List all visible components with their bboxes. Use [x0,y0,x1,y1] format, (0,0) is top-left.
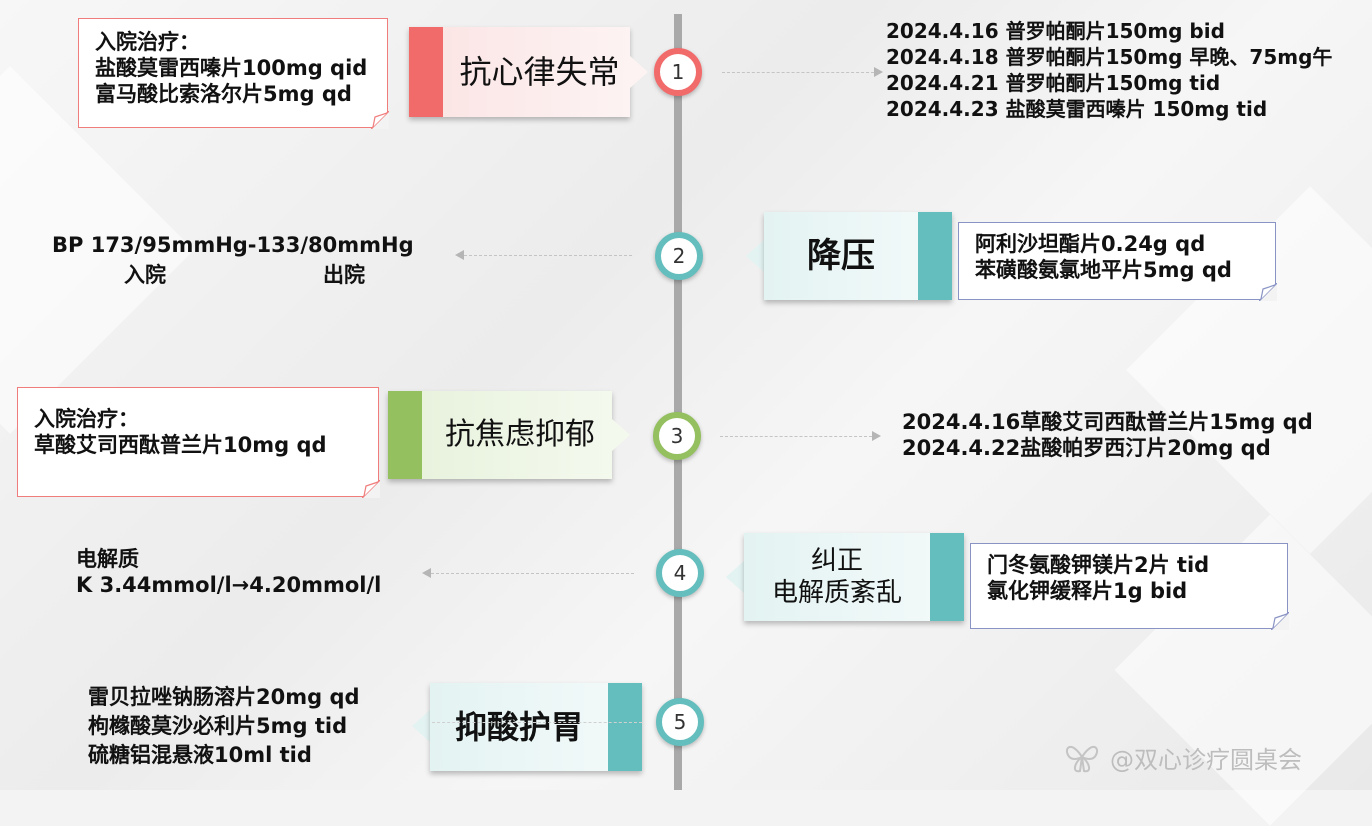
tag-pointer [630,56,648,88]
connector-line [431,573,634,574]
tag-label-line: 纠正 [810,545,863,576]
connector-line [464,255,632,256]
note-line: 门冬氨酸钾镁片2片 tid [987,553,1210,577]
detail-line: 2024.4.18 普罗帕酮片150mg 早晚、75mg午 [886,45,1333,69]
connector-line [432,722,642,723]
tag-label: 抗心律失常 [459,53,620,91]
arrow-right-icon [872,431,881,441]
detail-line: 2024.4.16草酸艾司西酞普兰片15mg qd [902,410,1313,434]
timeline-node-1: 1 [654,48,702,96]
note-line: 阿利沙坦酯片0.24g qd [975,232,1206,256]
tag-color-bar [608,683,642,771]
bp-label-admission: 入院 [124,263,166,287]
timeline-axis [674,14,682,790]
detail-line: 枸橼酸莫沙必利片5mg tid [88,714,348,738]
tag-color-bar [409,27,443,117]
note-line: 富马酸比索洛尔片5mg qd [95,82,352,106]
detail-line: 2024.4.16 普罗帕酮片150mg bid [886,19,1225,43]
tag-pointer [726,561,744,593]
node-number: 5 [673,710,687,734]
arrow-left-icon [455,250,464,260]
admission-note-1: 入院治疗： 盐酸莫雷西嗪片100mg qid 富马酸比索洛尔片5mg qd [78,18,389,129]
tag-label: 抑酸护胃 [454,708,583,746]
admission-note-3: 入院治疗： 草酸艾司西酞普兰片10mg qd [17,387,380,498]
timeline-node-3: 3 [653,412,701,460]
bp-value: BP 173/95mmHg-133/80mmHg [52,233,414,257]
tag-pointer [612,419,630,451]
note-line: 入院治疗： [34,407,139,431]
timeline-node-5: 5 [656,698,704,746]
category-tag-anxiety: 抗焦虑抑郁 [388,391,612,479]
detail-line: K 3.44mmol/l→4.20mmol/l [76,573,382,597]
timeline-node-2: 2 [655,232,703,280]
tag-color-bar [930,533,964,621]
tag-label: 抗焦虑抑郁 [445,417,595,453]
bp-label-discharge: 出院 [323,263,365,287]
medication-note-2: 阿利沙坦酯片0.24g qd 苯磺酸氨氯地平片5mg qd [958,222,1277,301]
electrolyte-detail: 电解质 K 3.44mmol/l→4.20mmol/l [76,546,381,598]
tag-label-line: 电解质紊乱 [771,578,902,608]
page-fold-icon [1259,283,1277,301]
gastric-detail: 雷贝拉唑钠肠溶片20mg qd 枸橼酸莫沙必利片5mg tid 硫糖铝混悬液10… [88,683,360,770]
category-tag-antiarrhythmic: 抗心律失常 [409,27,630,117]
node-number: 1 [671,60,685,84]
node-number: 3 [670,424,684,448]
node-number: 4 [673,561,687,585]
category-tag-gastric: 抑酸护胃 [430,683,642,771]
watermark-text: @双心诊疗圆桌会 [1110,745,1302,774]
note-line: 盐酸莫雷西嗪片100mg qid [95,56,368,80]
detail-line: 2024.4.23 盐酸莫雷西嗪片 150mg tid [886,97,1268,121]
tag-color-bar [388,391,422,479]
connector-line [720,436,872,437]
connector-line [722,72,874,73]
detail-line: 电解质 [76,547,139,571]
tag-color-bar [918,212,952,300]
timeline-node-4: 4 [656,549,704,597]
detail-line: 硫糖铝混悬液10ml tid [88,743,312,767]
medication-note-4: 门冬氨酸钾镁片2片 tid 氯化钾缓释片1g bid [970,543,1289,630]
note-line: 草酸艾司西酞普兰片10mg qd [34,433,327,457]
detail-line: 2024.4.21 普罗帕酮片150mg tid [886,71,1221,95]
followup-detail-1: 2024.4.16 普罗帕酮片150mg bid 2024.4.18 普罗帕酮片… [886,18,1332,122]
detail-line: 2024.4.22盐酸帕罗西汀片20mg qd [902,436,1271,460]
detail-line: 雷贝拉唑钠肠溶片20mg qd [88,685,360,709]
tag-label: 纠正 电解质紊乱 [772,545,902,610]
watermark: @双心诊疗圆桌会 [1062,737,1302,777]
tag-label: 降压 [807,235,875,276]
note-line: 苯磺酸氨氯地平片5mg qd [975,258,1232,282]
node-number: 2 [672,244,686,268]
page-fold-icon [371,111,389,129]
bp-detail: BP 173/95mmHg-133/80mmHg [52,232,414,258]
page-fold-icon [362,480,380,498]
note-line: 氯化钾缓释片1g bid [987,579,1188,603]
page-fold-icon [1271,612,1289,630]
arrow-left-icon [422,568,431,578]
category-tag-electrolyte: 纠正 电解质紊乱 [744,533,964,621]
arrow-right-icon [874,67,883,77]
tag-pointer [746,240,764,272]
tag-pointer [412,710,430,742]
followup-detail-3: 2024.4.16草酸艾司西酞普兰片15mg qd 2024.4.22盐酸帕罗西… [902,409,1313,461]
note-line: 入院治疗： [95,30,200,54]
category-tag-bp: 降压 [764,212,952,300]
weibo-butterfly-icon [1066,746,1098,773]
